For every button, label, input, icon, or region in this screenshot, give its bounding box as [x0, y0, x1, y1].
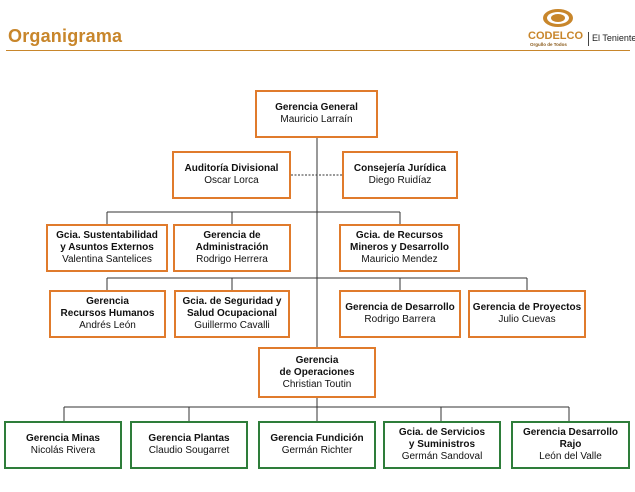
- node-title: Gerencia de Operaciones: [279, 354, 355, 378]
- node-title: Gerencia Recursos Humanos: [60, 296, 155, 319]
- node-title: Consejería Jurídica: [353, 163, 447, 174]
- node-person: Rodrigo Barrera: [364, 314, 436, 325]
- node-title: Gerencia Plantas: [148, 433, 230, 444]
- node-person: Claudio Sougarret: [148, 445, 230, 456]
- codelco-emblem-icon: [543, 9, 573, 27]
- node-person: Andrés León: [79, 320, 136, 331]
- node-title: Gcia. de Recursos Mineros y Desarrollo: [350, 230, 449, 253]
- title-underline: [6, 50, 630, 51]
- node-gerencia-operaciones: Gerencia de Operaciones Christian Toutin: [258, 347, 376, 398]
- logo-tagline: Orgullo de Todos: [530, 42, 567, 47]
- node-gcia-servicios-suministros: Gcia. de Servicios y Suministros Germán …: [383, 421, 501, 469]
- node-gerencia-desarrollo: Gerencia de Desarrollo Rodrigo Barrera: [339, 290, 461, 338]
- node-gerencia-proyectos: Gerencia de Proyectos Julio Cuevas: [468, 290, 586, 338]
- node-gerencia-plantas: Gerencia Plantas Claudio Sougarret: [130, 421, 248, 469]
- node-gerencia-desarrollo-rajo: Gerencia Desarrollo Rajo León del Valle: [511, 421, 630, 469]
- node-person: Diego Ruidíaz: [368, 175, 432, 186]
- node-gerencia-administracion: Gerencia de Administración Rodrigo Herre…: [173, 224, 291, 272]
- node-title: Auditoría Divisional: [184, 163, 279, 174]
- node-title: Gerencia de Desarrollo: [345, 302, 455, 313]
- node-title: Gerencia de Administración: [195, 230, 269, 253]
- node-person: León del Valle: [539, 451, 602, 462]
- node-consejeria-juridica: Consejería Jurídica Diego Ruidíaz: [342, 151, 458, 199]
- node-title: Gcia. Sustentabilidad y Asuntos Externos: [56, 230, 158, 253]
- node-gerencia-fundicion: Gerencia Fundición Germán Richter: [258, 421, 376, 469]
- codelco-logo: CODELCO Orgullo de Todos El Teniente: [528, 6, 635, 48]
- node-auditoria-divisional: Auditoría Divisional Oscar Lorca: [172, 151, 291, 199]
- node-person: Guillermo Cavalli: [194, 320, 270, 331]
- node-person: Christian Toutin: [282, 378, 352, 390]
- logo-brand: CODELCO: [528, 30, 583, 42]
- node-title: Gcia. de Servicios y Suministros: [398, 427, 486, 450]
- node-person: Mauricio Mendez: [361, 254, 438, 265]
- node-person: Julio Cuevas: [498, 314, 556, 325]
- node-gcia-seguridad-salud: Gcia. de Seguridad y Salud Ocupacional G…: [174, 290, 290, 338]
- node-title: Gerencia Minas: [26, 433, 100, 444]
- node-gerencia-general: Gerencia General Mauricio Larraín: [255, 90, 378, 138]
- page-title: Organigrama: [8, 26, 123, 46]
- node-person: Germán Sandoval: [401, 451, 483, 462]
- logo-separator: [588, 32, 589, 46]
- node-person: Valentina Santelices: [62, 254, 152, 265]
- node-gerencia-recursos-humanos: Gerencia Recursos Humanos Andrés León: [49, 290, 166, 338]
- node-person: Nicolás Rivera: [30, 445, 96, 456]
- node-gcia-recursos-mineros: Gcia. de Recursos Mineros y Desarrollo M…: [339, 224, 460, 272]
- node-person: Mauricio Larraín: [280, 114, 353, 125]
- node-title: Gerencia General: [275, 102, 358, 113]
- node-person: Rodrigo Herrera: [196, 254, 268, 265]
- node-title: Gerencia de Proyectos: [472, 302, 582, 313]
- node-gerencia-minas: Gerencia Minas Nicolás Rivera: [4, 421, 122, 469]
- node-title: Gerencia Fundición: [270, 433, 364, 444]
- node-person: Oscar Lorca: [204, 175, 259, 186]
- logo-division: El Teniente: [592, 33, 635, 43]
- node-person: Germán Richter: [281, 445, 353, 456]
- node-title: Gcia. de Seguridad y Salud Ocupacional: [182, 296, 282, 319]
- node-title: Gerencia Desarrollo Rajo: [522, 427, 619, 450]
- node-gcia-sustentabilidad: Gcia. Sustentabilidad y Asuntos Externos…: [46, 224, 168, 272]
